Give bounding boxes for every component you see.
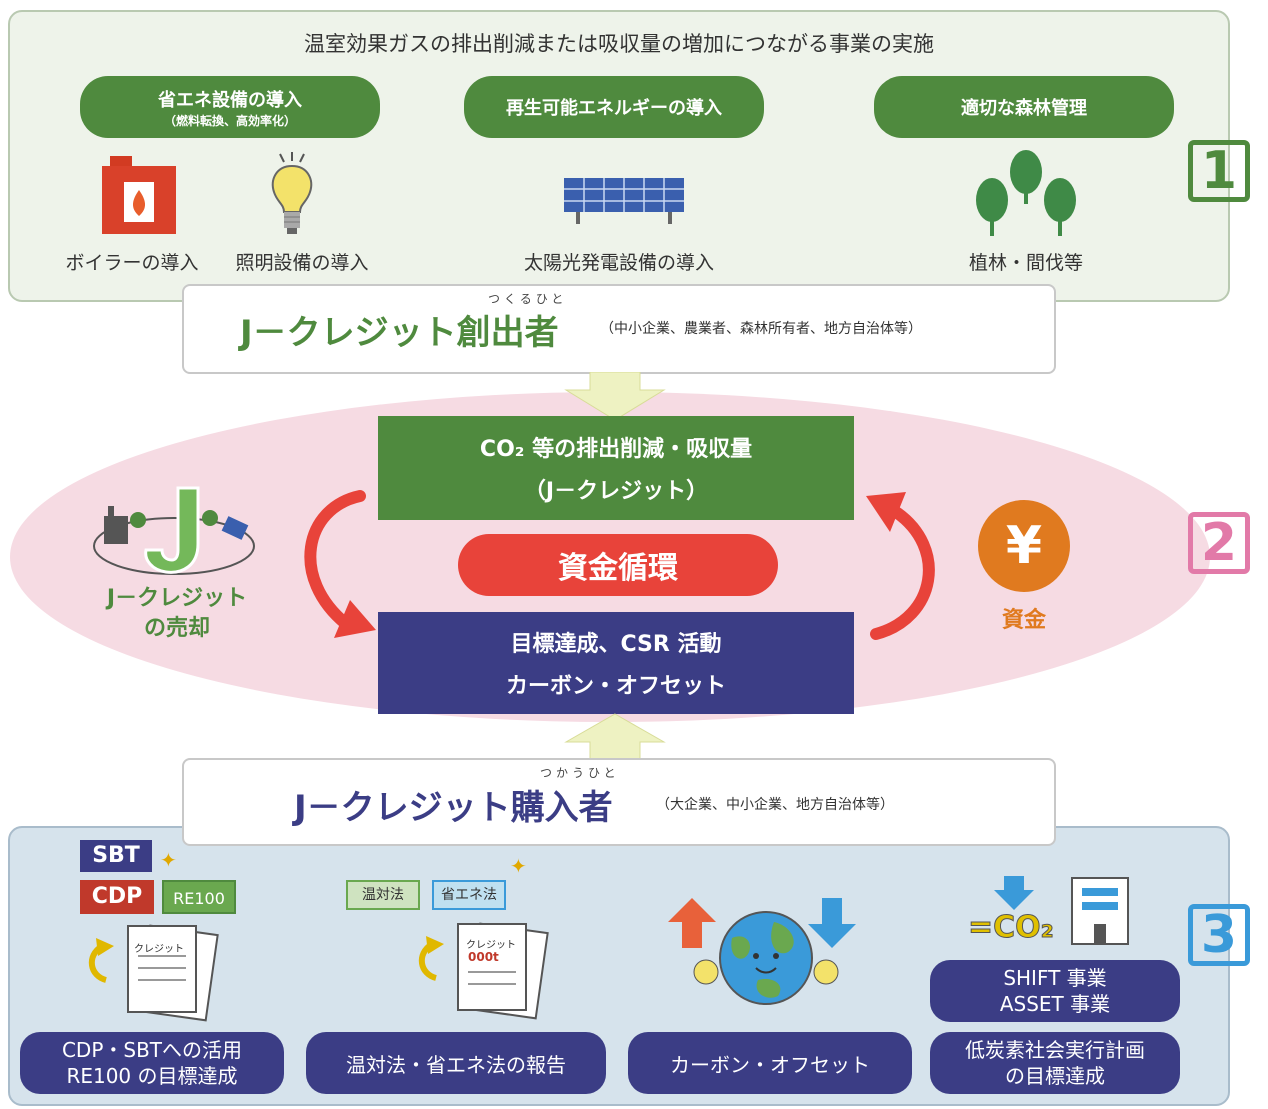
use-report: 温対法・省エネ法の報告 [306,1032,606,1094]
tag-cdp: CDP [80,880,154,914]
credit-line2: （J－クレジット） [523,479,709,504]
category-renewable-label: 再生可能エネルギーの導入 [506,98,722,119]
credit-line1: CO₂ 等の排出削減・吸収量 [479,437,753,462]
solar-panel-icon [564,178,684,224]
badge-3: 3 [1188,904,1250,966]
boiler-icon [102,156,176,234]
goal-box: 目標達成、CSR 活動 カーボン・オフセット [378,612,854,714]
buyer-note: （大企業、中小企業、地方自治体等） [656,797,894,813]
cycle-arrow-left-icon [304,490,376,638]
tag-ondaiho: 温対法 [346,880,420,910]
sale-line2: の売却 [143,616,210,641]
credit-box: CO₂ 等の排出削減・吸収量 （J－クレジット） [378,416,854,520]
example-lighting: 照明設備の導入 [235,252,369,274]
example-forest: 植林・間伐等 [968,252,1083,274]
example-solar: 太陽光発電設備の導入 [523,252,714,274]
category-energy-saving: 省エネ設備の導入 （燃料転換、高効率化） [80,76,380,138]
creator-note: （中小企業、農業者、森林所有者、地方自治体等） [600,321,922,337]
emission-down-arrow-icon [994,876,1034,910]
use-low-carbon: 低炭素社会実行計画 の目標達成 [930,1032,1180,1094]
earth-offset-icon [668,898,856,1005]
building-icon [1071,877,1129,945]
sparkle-icon: ✦ [510,854,527,878]
category-forest: 適切な森林管理 [874,76,1174,138]
lightbulb-icon [271,152,313,234]
use-offset: カーボン・オフセット [628,1032,912,1094]
shift-line2: ASSET 事業 [999,992,1111,1016]
use-cdp-sbt: CDP・SBTへの活用 RE100 の目標達成 [20,1032,284,1094]
goal-line1: 目標達成、CSR 活動 [510,632,722,657]
section1-title: 温室効果ガスの排出削減または吸収量の増加につながる事業の実施 [304,32,934,56]
shift-line1: SHIFT 事業 [1003,966,1107,990]
sparkle-icon: ✦ [160,848,177,872]
use-cdp-sbt-line1: CDP・SBTへの活用 [61,1038,243,1062]
shift-asset-pill: SHIFT 事業 ASSET 事業 [930,960,1180,1022]
yen-coin-icon: ¥ [978,500,1070,592]
category-forest-label: 適切な森林管理 [961,98,1087,119]
buyer-bar [182,758,1056,846]
cycle-pill: 資金循環 [458,534,778,596]
trees-icon [976,150,1076,236]
tag-re100: RE100 [162,880,236,914]
buyer-title: J－クレジット購入者 [294,788,613,828]
goal-line2: カーボン・オフセット [505,674,726,699]
sale-label: J－クレジット の売却 [82,584,272,644]
creator-ruby: つくるひと [488,292,568,306]
category-energy-saving-sub: （燃料転換、高効率化） [163,113,296,128]
co2-label: =CO₂ [968,910,1055,946]
doc-label-2: クレジット [466,940,516,951]
sale-line1: J－クレジット [106,586,248,611]
tag-shoeneho: 省エネ法 [432,880,506,910]
use-report-line1: 温対法・省エネ法の報告 [346,1052,566,1077]
category-energy-saving-label: 省エネ設備の導入 [158,89,302,111]
use-offset-line1: カーボン・オフセット [670,1052,870,1077]
badge-1: 1 [1188,140,1250,202]
tag-sbt: SBT [80,840,152,872]
creator-title: J－クレジット創出者 [240,313,559,353]
use-low-carbon-line2: の目標達成 [1005,1064,1105,1088]
example-boiler: ボイラーの導入 [65,252,199,274]
j-credit-logo-icon [93,486,255,575]
funds-label: 資金 [1001,608,1046,633]
credit-documents-icon [89,924,219,1022]
cycle-arrow-right-icon [866,492,935,640]
credit-documents-icon [419,922,549,1020]
down-arrow-icon [564,372,666,421]
use-low-carbon-line1: 低炭素社会実行計画 [965,1038,1145,1062]
doc-value: 000t [468,950,499,964]
doc-label-1: クレジット [134,944,184,955]
buyer-ruby: つかうひと [540,766,620,780]
up-arrow-icon [564,713,666,762]
category-renewable: 再生可能エネルギーの導入 [464,76,764,138]
use-cdp-sbt-line2: RE100 の目標達成 [66,1064,238,1088]
badge-2: 2 [1188,512,1250,574]
